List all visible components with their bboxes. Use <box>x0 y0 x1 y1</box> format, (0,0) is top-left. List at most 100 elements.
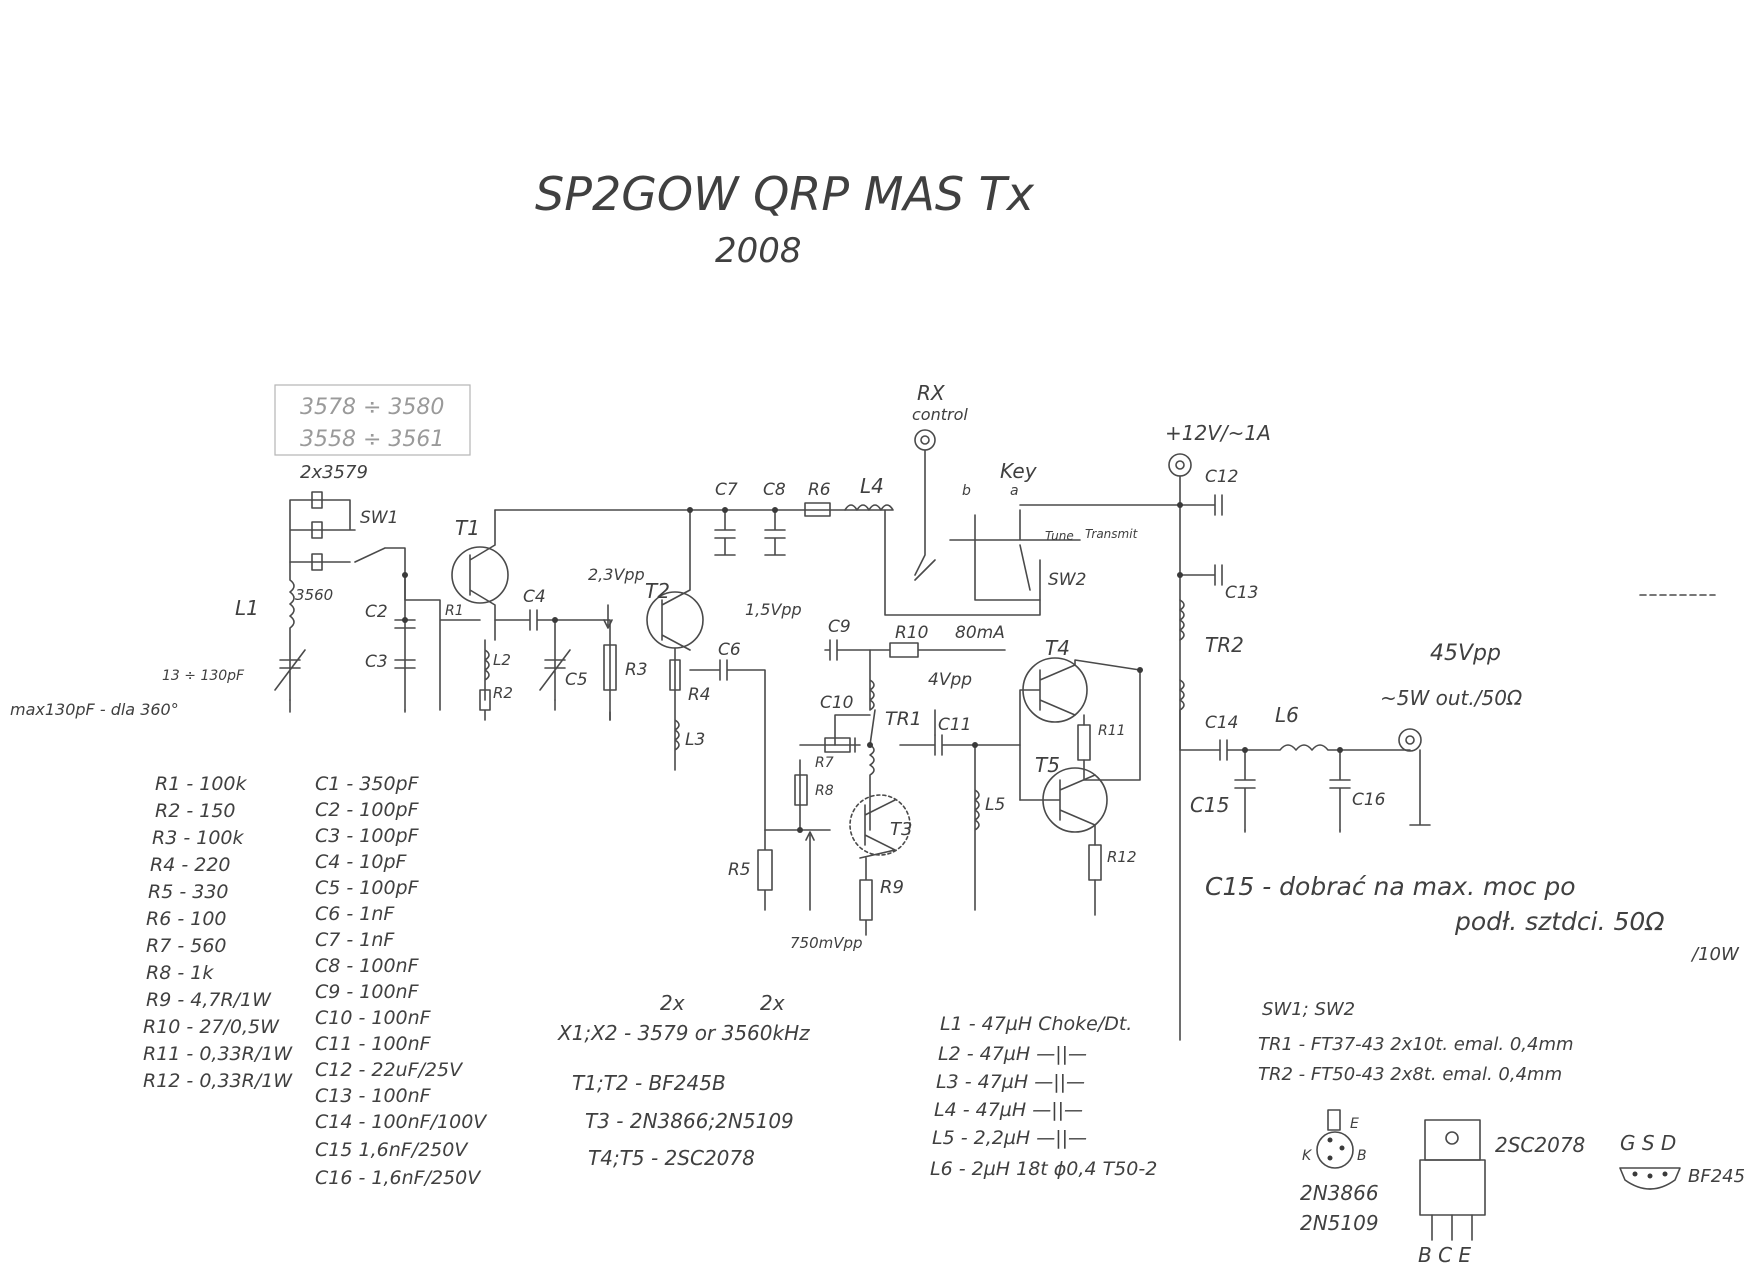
capacitor-item: C3 - 100pF <box>315 825 420 847</box>
component-labels: SW1 T1 T2 L1 3560 C2 C3 R1 L2 R2 C4 C5 R… <box>10 381 1523 952</box>
capacitor-item: C8 - 100nF <box>315 955 420 977</box>
label-t2: T2 <box>645 579 670 603</box>
inductor-item: L5 - 2,2µH —||— <box>932 1127 1087 1149</box>
resistor-item: R9 - 4,7R/1W <box>146 989 272 1011</box>
resistor-item: R12 - 0,33R/1W <box>143 1070 293 1092</box>
freq-line2: 3558 ÷ 3561 <box>300 427 444 452</box>
label-r11: R11 <box>1098 723 1126 739</box>
label-r7: R7 <box>815 755 834 771</box>
resistor-item: R8 - 1k <box>146 962 214 984</box>
label-l3: L3 <box>685 730 705 750</box>
pin-e: E <box>1350 1116 1359 1132</box>
capacitor-item: C11 - 100nF <box>315 1033 432 1055</box>
resistor-item: R3 - 100k <box>152 827 244 849</box>
label-l6: L6 <box>1275 703 1299 727</box>
inductor-item: L2 - 47µH —||— <box>938 1043 1087 1065</box>
c15-note-line2: podł. sztdci. 50Ω <box>1454 907 1664 936</box>
label-c5: C5 <box>565 670 588 690</box>
capacitor-item: C14 - 100nF/100V <box>315 1111 488 1133</box>
inductor-item: L3 - 47µH —||— <box>936 1071 1085 1093</box>
parts-2x-a: 2x <box>660 991 685 1015</box>
label-t1: T1 <box>455 516 480 540</box>
label-r6: R6 <box>808 480 831 500</box>
pin-b: B <box>1357 1148 1367 1164</box>
freq-line1: 3578 ÷ 3580 <box>300 395 444 420</box>
parts-t1t2: T1;T2 - BF245B <box>572 1071 726 1095</box>
capacitor-item: C12 - 22uF/25V <box>315 1059 464 1081</box>
label-control: control <box>912 405 968 424</box>
resistor-list: R1 - 100k R2 - 150 R3 - 100k R4 - 220 R5… <box>143 773 293 1092</box>
pin-bce: B C E <box>1418 1243 1471 1267</box>
transformer-tr2: TR2 - FT50-43 2x8t. emal. 0,4mm <box>1258 1064 1562 1085</box>
pin-k: K <box>1302 1148 1313 1164</box>
label-c15: C15 <box>1190 793 1229 817</box>
resistor-item: R10 - 27/0,5W <box>143 1016 280 1038</box>
capacitor-item: C10 - 100nF <box>315 1007 432 1029</box>
parts-2x-b: 2x <box>760 991 785 1015</box>
resistor-item: R4 - 220 <box>150 854 231 876</box>
pin-2n5109: 2N5109 <box>1300 1211 1379 1235</box>
label-c16: C16 <box>1352 790 1386 810</box>
parts-list: 2x 2x X1;X2 - 3579 or 3560kHz T1;T2 - BF… <box>557 991 810 1170</box>
capacitor-item: C6 - 1nF <box>315 903 395 925</box>
label-r5: R5 <box>728 860 751 880</box>
label-c10: C10 <box>820 693 854 713</box>
resistor-item: R2 - 150 <box>155 800 236 822</box>
label-l4: L4 <box>860 474 884 498</box>
label-c4: C4 <box>523 587 546 607</box>
resistor-item: R7 - 560 <box>146 935 227 957</box>
c15-note-line1: C15 - dobrać na max. moc po <box>1205 872 1575 901</box>
inductor-item: L4 - 47µH —||— <box>934 1099 1083 1121</box>
label-c11: C11 <box>938 715 972 735</box>
label-tr1: TR1 <box>885 708 922 730</box>
label-l5: L5 <box>985 795 1005 815</box>
transformer-list: SW1; SW2 TR1 - FT37-43 2x10t. emal. 0,4m… <box>1258 999 1574 1085</box>
label-r9: R9 <box>880 877 904 898</box>
label-r12: R12 <box>1107 848 1137 866</box>
label-c13: C13 <box>1225 583 1259 603</box>
parts-t4t5: T4;T5 - 2SC2078 <box>588 1146 755 1170</box>
pin-gsd: G S D <box>1620 1131 1676 1155</box>
label-c2: C2 <box>365 602 388 622</box>
label-r10: R10 <box>895 623 928 643</box>
label-sw2: SW2 <box>1048 570 1086 590</box>
capacitor-item: C1 - 350pF <box>315 773 420 795</box>
label-c9: C9 <box>828 617 851 637</box>
pin-2sc2078: 2SC2078 <box>1495 1133 1585 1157</box>
capacitor-item: C5 - 100pF <box>315 877 420 899</box>
label-trimmer: 13 ÷ 130pF <box>162 668 245 684</box>
capacitor-item: C2 - 100pF <box>315 799 420 821</box>
label-750mv: 750mVpp <box>790 934 863 952</box>
pin-bf245: BF245 <box>1688 1166 1745 1187</box>
label-r4: R4 <box>688 685 711 705</box>
label-r3: R3 <box>625 660 648 680</box>
resistor-item: R1 - 100k <box>155 773 247 795</box>
label-supply: +12V/~1A <box>1165 421 1271 445</box>
transformer-tr1: TR1 - FT37-43 2x10t. emal. 0,4mm <box>1258 1034 1574 1055</box>
label-r2: R2 <box>493 684 513 702</box>
label-r1: R1 <box>445 603 464 619</box>
label-t4: T4 <box>1045 636 1070 660</box>
label-sw1: SW1 <box>360 508 398 528</box>
c15-note-line3: /10W <box>1690 944 1740 965</box>
resistor-item: R6 - 100 <box>146 908 227 930</box>
label-rx: RX <box>917 381 946 405</box>
label-b: b <box>962 483 971 499</box>
label-t5: T5 <box>1035 753 1060 777</box>
capacitor-item: C4 - 10pF <box>315 851 408 873</box>
label-tr2: TR2 <box>1205 633 1244 657</box>
inductor-item: L1 - 47µH Choke/Dt. <box>940 1013 1132 1035</box>
resistor-item: R5 - 330 <box>148 881 229 903</box>
label-transmit: Transmit <box>1085 527 1139 541</box>
capacitor-list: C1 - 350pF C2 - 100pF C3 - 100pF C4 - 10… <box>315 773 488 1189</box>
inductor-item: L6 - 2µH 18t ϕ0,4 T50-2 <box>930 1158 1157 1180</box>
parts-t3: T3 - 2N3866;2N5109 <box>585 1109 794 1133</box>
label-c12: C12 <box>1205 467 1239 487</box>
label-c6: C6 <box>718 640 741 660</box>
parts-x1x2: X1;X2 - 3579 or 3560kHz <box>557 1021 810 1045</box>
junction-dots <box>402 502 1343 833</box>
label-t3: T3 <box>890 819 912 840</box>
label-45vpp: 45Vpp <box>1430 641 1501 666</box>
